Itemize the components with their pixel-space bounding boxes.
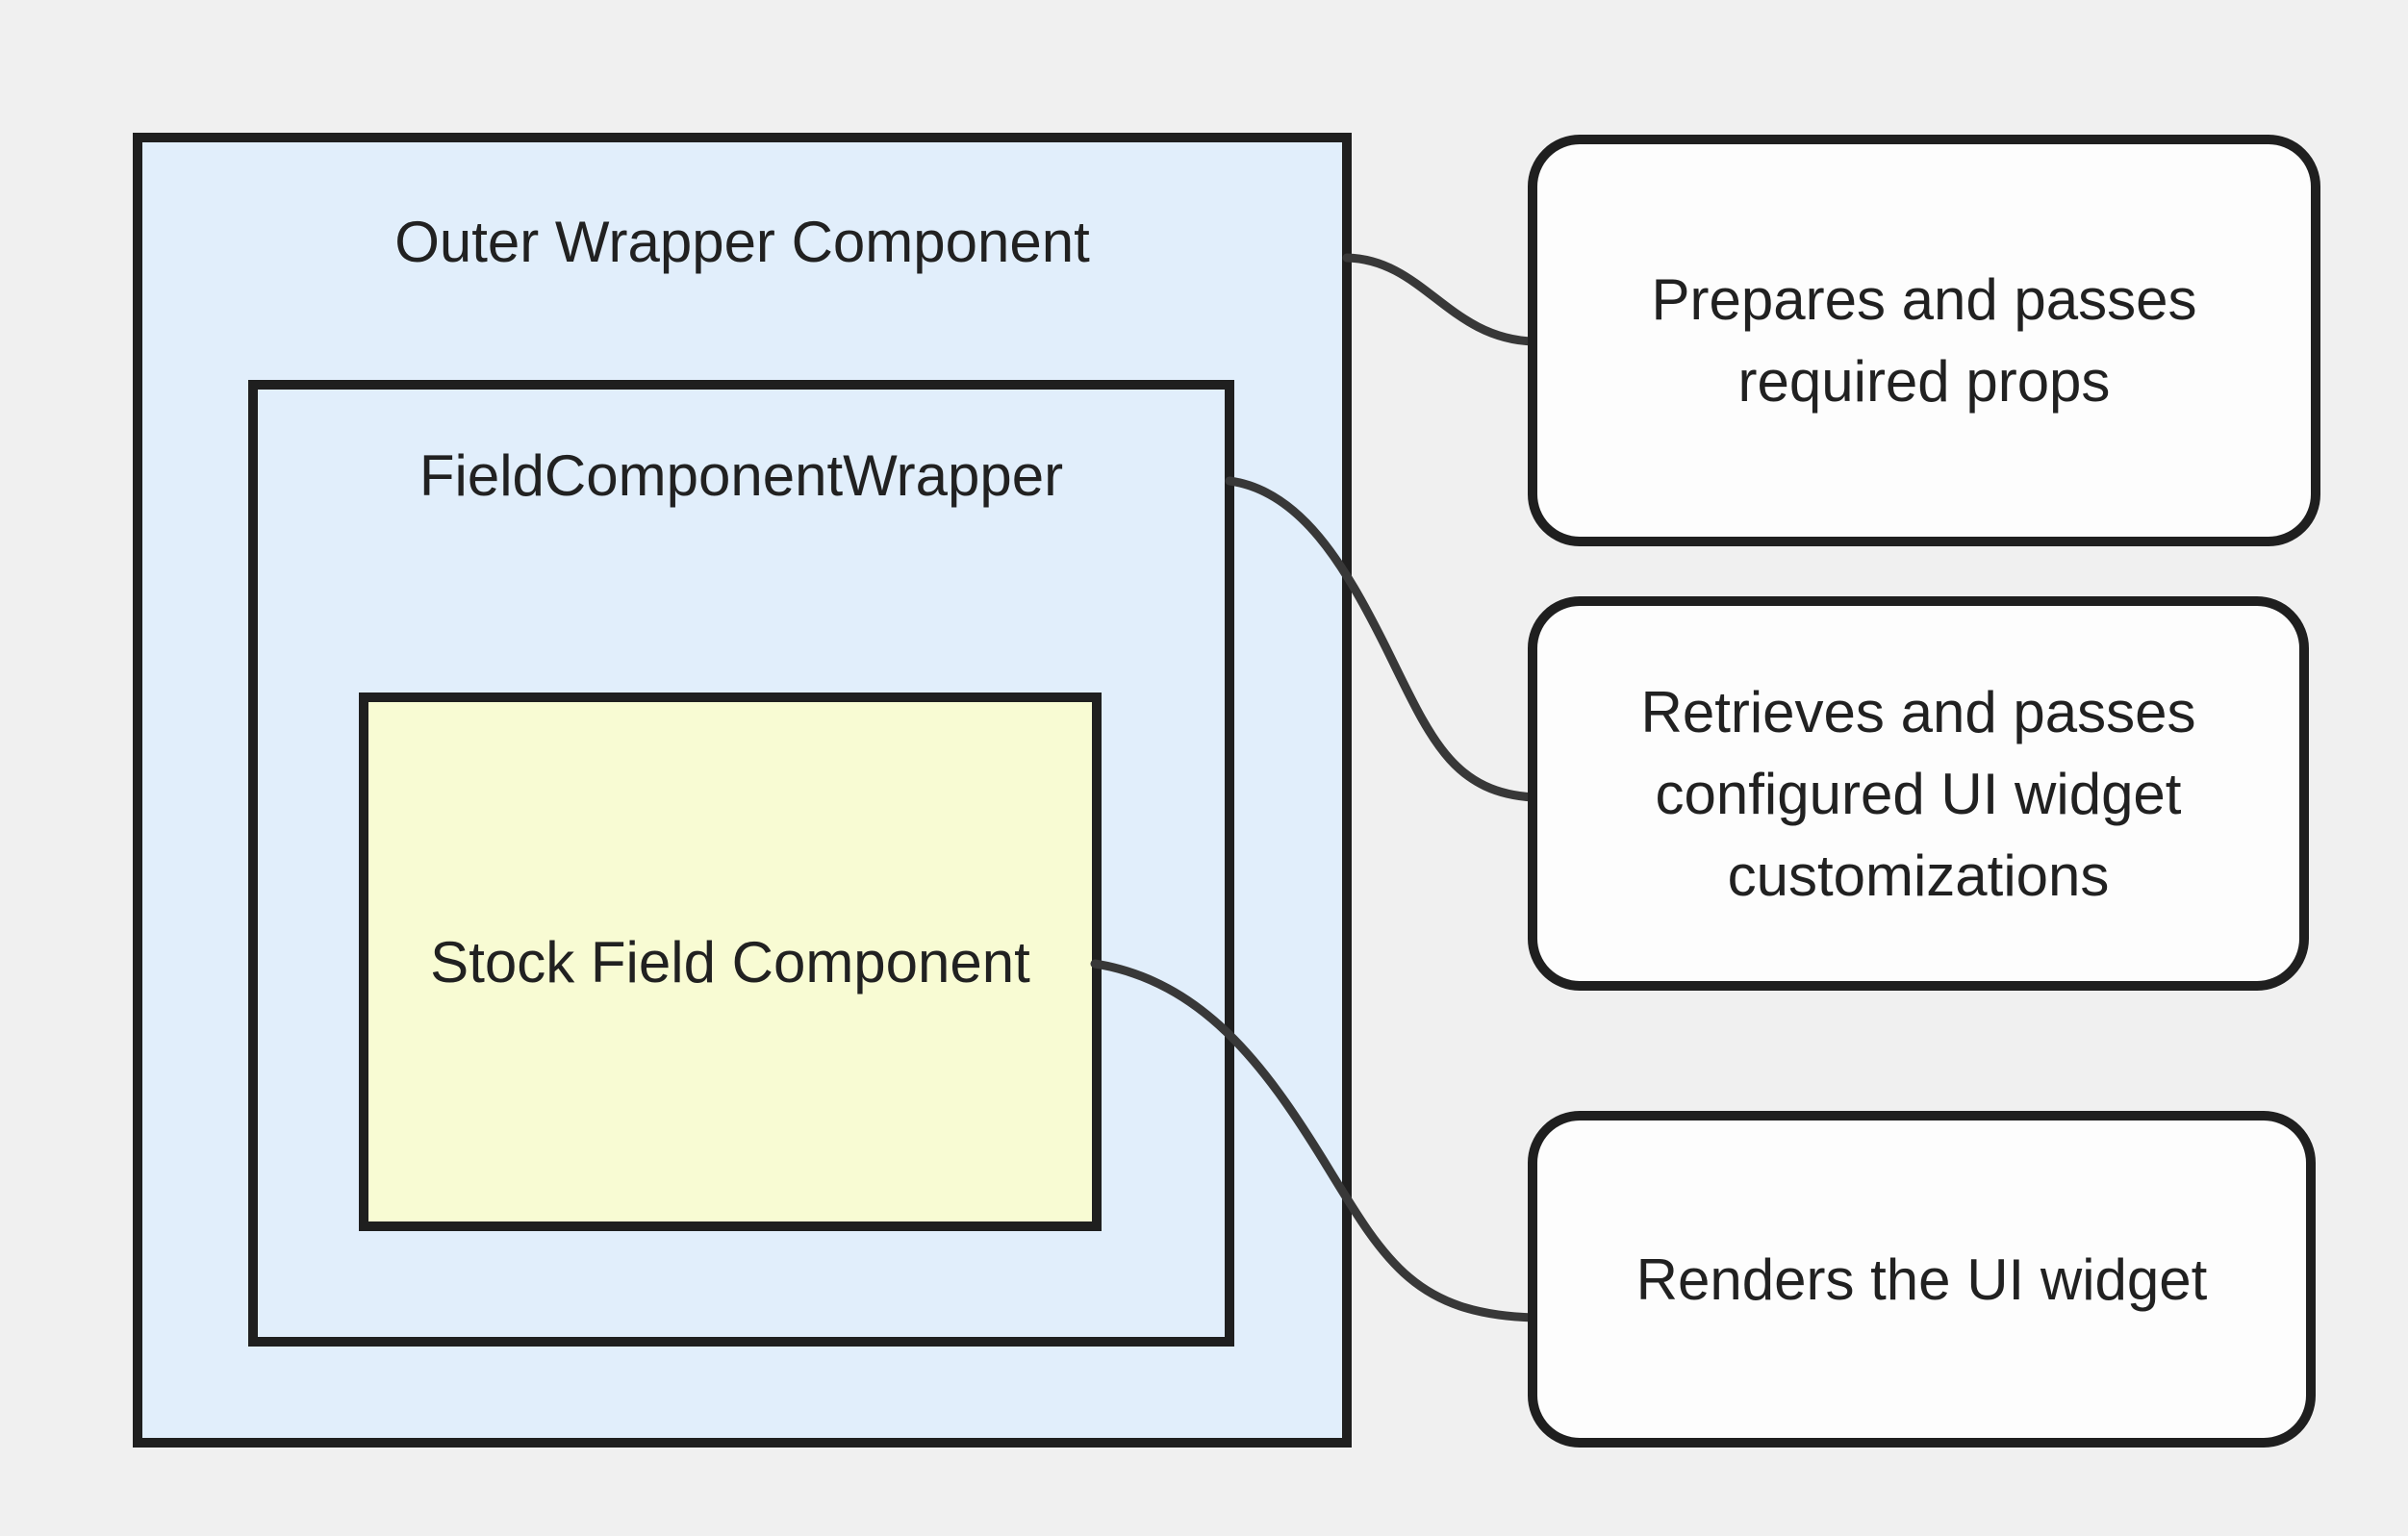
callout-ui-widget-customizations-text: Retrieves and passes configured UI widge… [1640, 679, 2196, 908]
callout-renders-ui-widget-text: Renders the UI widget [1635, 1246, 2208, 1312]
node-stock-field-component: Stock Field Component [359, 692, 1102, 1231]
node-stock-field-component-label: Stock Field Component [430, 929, 1030, 995]
node-outer-wrapper-component-label: Outer Wrapper Component [394, 210, 1090, 274]
callout-ui-widget-customizations: Retrieves and passes configured UI widge… [1528, 596, 2309, 991]
node-field-component-wrapper-label: FieldComponentWrapper [418, 443, 1064, 508]
callout-prepares-required-props: Prepares and passes required props [1528, 135, 2320, 546]
connector-outer-to-callout-1 [1342, 253, 1538, 346]
callout-renders-ui-widget: Renders the UI widget [1528, 1111, 2316, 1448]
callout-prepares-required-props-text: Prepares and passes required props [1651, 267, 2197, 414]
